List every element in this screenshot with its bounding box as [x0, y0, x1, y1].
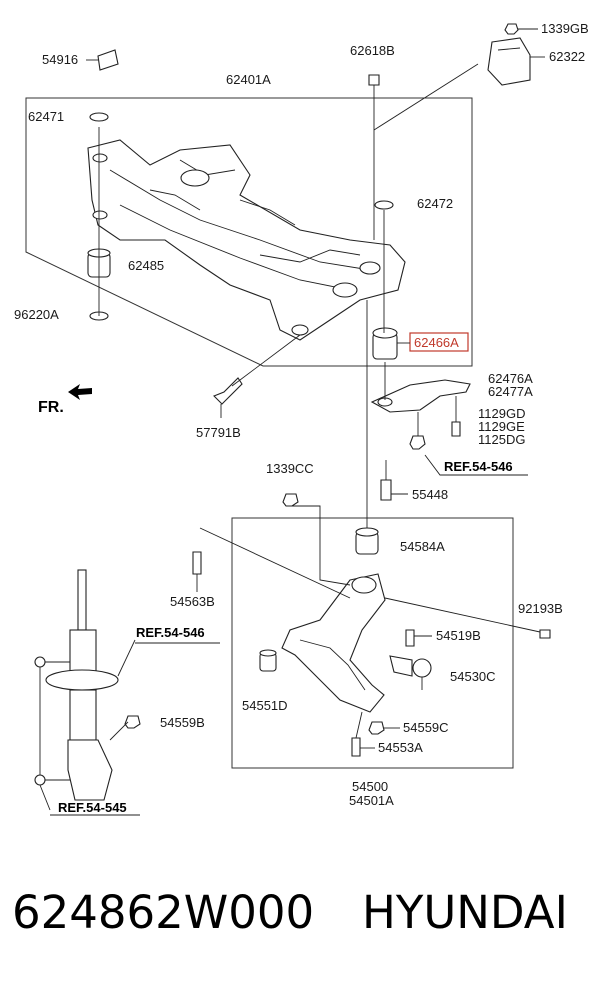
bushing-54584A[interactable] — [355, 527, 379, 555]
washer-62471[interactable] — [89, 112, 109, 122]
bracket-54916[interactable] — [97, 49, 119, 71]
bolt-54553A[interactable] — [351, 737, 361, 757]
label-54519B: 54519B — [436, 628, 481, 643]
label-92193B: 92193B — [518, 601, 563, 616]
crossmember-subframe[interactable] — [87, 139, 406, 341]
bolt-57791B[interactable] — [213, 377, 243, 405]
label-62485: 62485 — [128, 258, 164, 273]
front-direction-label: FR. — [38, 399, 64, 416]
label-62471: 62471 — [28, 109, 64, 124]
bolt-62618B[interactable] — [368, 74, 380, 100]
reference-54-546-upper[interactable]: REF.54-546 — [444, 459, 513, 474]
nut-1339GB[interactable] — [504, 23, 519, 35]
label-54500: 54500 — [352, 779, 388, 794]
reference-54-546-strut[interactable]: REF.54-546 — [136, 625, 205, 640]
nut-ref-54-546[interactable] — [409, 435, 426, 450]
ball-joint-54530C[interactable] — [389, 655, 432, 678]
bolt-92193B[interactable] — [539, 629, 551, 639]
nut-54559C[interactable] — [368, 721, 385, 735]
label-1129GD: 1129GD — [478, 406, 525, 421]
label-54584A: 54584A — [400, 539, 445, 554]
nut-1339CC[interactable] — [282, 493, 299, 507]
bushing-62466A[interactable] — [372, 327, 398, 360]
label-55448: 55448 — [412, 487, 448, 502]
label-62401A: 62401A — [226, 72, 271, 87]
label-54559B: 54559B — [160, 715, 205, 730]
label-96220A: 96220A — [14, 307, 59, 322]
lower-control-arm-54500[interactable] — [281, 573, 386, 713]
label-57791B: 57791B — [196, 425, 241, 440]
label-54916: 54916 — [42, 52, 78, 67]
label-62322: 62322 — [549, 49, 585, 64]
label-62477A: 62477A — [488, 384, 533, 399]
bolt-55448[interactable] — [380, 479, 392, 501]
reference-54-545[interactable]: REF.54-545 — [58, 800, 127, 815]
label-62466A[interactable]: 62466A — [414, 335, 459, 350]
lower-arm-group-outline — [231, 517, 514, 769]
front-direction-arrow-icon — [68, 384, 92, 400]
bracket-62322[interactable] — [487, 37, 531, 86]
label-1339GB: 1339GB — [541, 21, 589, 36]
highlight-box-62466A — [409, 332, 469, 352]
bolt-54563B[interactable] — [192, 551, 202, 575]
label-1339CC: 1339CC — [266, 461, 314, 476]
bushing-54551D[interactable] — [259, 649, 277, 672]
footer-brand: HYUNDAI — [362, 886, 568, 939]
label-1129GE: 1129GE — [478, 419, 525, 434]
washer-62472[interactable] — [374, 200, 394, 210]
bolt-54519B[interactable] — [405, 629, 415, 647]
bracket-62476A[interactable] — [370, 379, 471, 413]
nut-54559B[interactable] — [124, 715, 141, 729]
label-54501A: 54501A — [349, 793, 394, 808]
label-1125DG: 1125DG — [478, 432, 525, 447]
label-54551D: 54551D — [242, 698, 288, 713]
label-54563B: 54563B — [170, 594, 215, 609]
strut-assembly[interactable] — [34, 569, 119, 801]
label-54553A: 54553A — [378, 740, 423, 755]
label-54559C: 54559C — [403, 720, 449, 735]
label-62476A: 62476A — [488, 371, 533, 386]
label-62472: 62472 — [417, 196, 453, 211]
label-62618B: 62618B — [350, 43, 395, 58]
footer-part-number: 624862W000 — [12, 886, 314, 939]
bolt-1129GD[interactable] — [451, 421, 461, 437]
label-54530C: 54530C — [450, 669, 496, 684]
subframe-group-outline — [25, 97, 473, 367]
